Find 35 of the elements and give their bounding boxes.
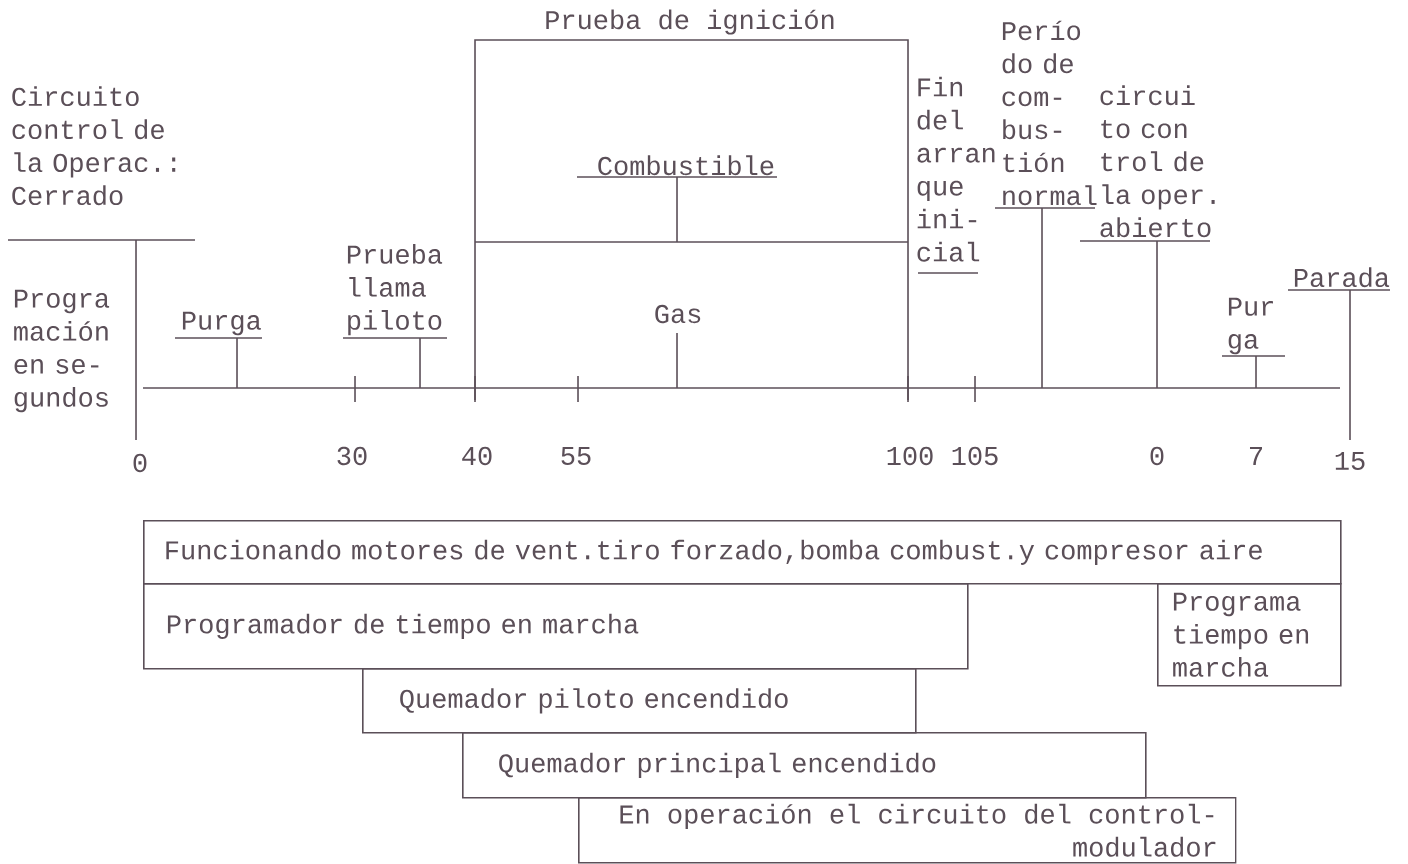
timing-bar: Funcionando motores de vent.tiro forzado,bomba combust.y compresor aire: [143, 520, 1342, 585]
leader-line: [236, 337, 238, 389]
underlined-label: Circuito control de la Operac.: Cerrado: [7, 86, 196, 241]
leader-line: [676, 332, 678, 389]
leader-line: [1041, 207, 1043, 389]
tick-label: 0: [1150, 446, 1164, 466]
leader-line: [1349, 289, 1351, 441]
tick-label: 100: [887, 446, 933, 466]
tick-label: 55: [561, 446, 591, 465]
tick-label: 0: [133, 453, 147, 473]
underlined-label: Perío do de com- bus- tión normal: [994, 20, 1097, 209]
leader-line: [419, 337, 421, 389]
underlined-label: Gas: [655, 304, 701, 324]
underlined-label: Pur ga: [1221, 297, 1286, 357]
underlined-label: Purga: [174, 311, 263, 339]
underlined-label: Fin del arran que ini- cial: [917, 76, 995, 274]
leader-line: [1255, 355, 1257, 389]
underlined-label: Parada: [1287, 267, 1391, 291]
underlined-label: Combustible: [576, 155, 778, 178]
timing-bar: En operación el circuito del control- modulador: [578, 797, 1237, 864]
underlined-label: Prueba llama piloto: [342, 244, 448, 339]
leader-line: [676, 176, 678, 243]
leader-line: [1156, 240, 1158, 389]
tick-label: 7: [1250, 447, 1262, 465]
tick-label: 40: [462, 446, 492, 466]
tick-label: 15: [1335, 451, 1365, 470]
leader-line: [135, 239, 137, 441]
time-axis: [142, 375, 1341, 403]
tick-label: 30: [337, 446, 367, 466]
timing-bar: Quemador piloto encendido: [362, 668, 917, 734]
timing-bar: Programador de tiempo en marcha: [143, 583, 969, 670]
timing-bar: Programa tiempo en marcha: [1157, 583, 1342, 687]
tick-label: 105: [952, 446, 998, 466]
timing-bar: Quemador principal encendido: [462, 732, 1147, 799]
axis-title: Progra mación en se- gundos: [14, 289, 110, 413]
